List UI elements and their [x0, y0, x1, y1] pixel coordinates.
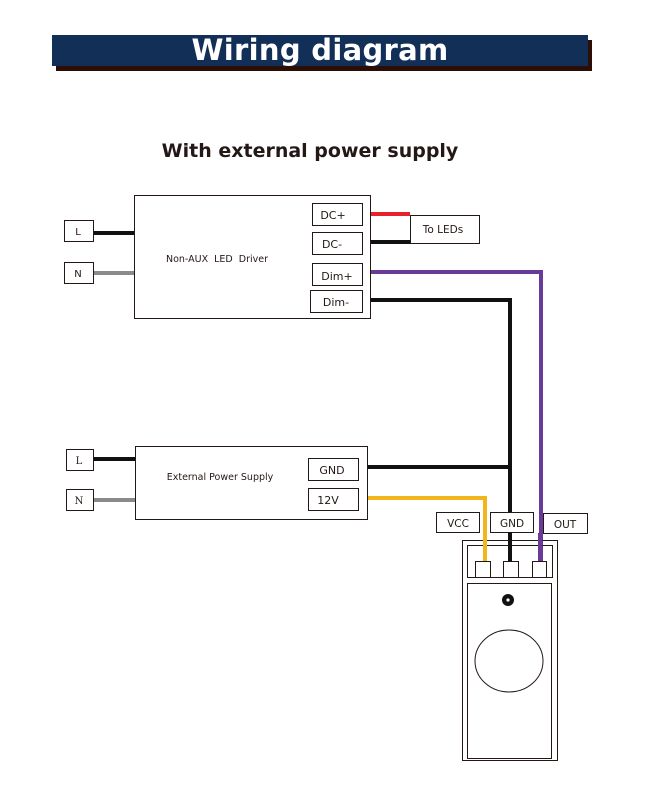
sensor-indicator-center [506, 598, 510, 602]
sensor-label-out-box [543, 513, 588, 534]
wire-dim-minus [370, 298, 512, 570]
to-leds-box [410, 215, 480, 244]
psu-input-n: N [75, 496, 84, 507]
power-supply-label: External Power Supply [167, 472, 274, 483]
psu-input-l: L [76, 456, 83, 467]
to-leds-label: To LEDs [422, 224, 463, 236]
sensor-label-vcc: VCC [447, 518, 469, 530]
sensor-pin-vcc [475, 561, 491, 578]
led-driver: Non-AUX LED Driver DC+ DC- Dim+ Dim- L N [64, 195, 371, 319]
sensor-face [467, 583, 552, 759]
sensor-lens-icon [474, 629, 544, 693]
led-driver-label: Non-AUX LED Driver [166, 254, 268, 265]
leds-output: To LEDs [410, 215, 480, 244]
sensor-device [462, 532, 558, 761]
driver-terminal-dim-plus-box [312, 263, 363, 286]
page-title: Wiring diagram [191, 33, 449, 67]
sensor-pin-out [532, 561, 547, 578]
sensor-label-vcc-box [436, 512, 480, 533]
diagram-subtitle: With external power supply [161, 140, 459, 162]
psu-input-n-box [66, 489, 94, 511]
sensor-label-gnd: GND [500, 518, 524, 530]
power-supply: External Power Supply GND 12V L N [66, 446, 368, 520]
sensor-label-out: OUT [554, 519, 577, 531]
driver-terminal-dc-minus: DC- [322, 238, 342, 251]
wires [93, 212, 543, 570]
psu-terminal-gnd-box [308, 458, 359, 481]
driver-terminal-dim-minus-box [310, 290, 363, 313]
driver-input-l: L [75, 227, 81, 238]
wire-dim-plus [370, 270, 543, 570]
sensor-labels: VCC GND OUT [436, 512, 588, 534]
psu-terminal-12v-box [308, 488, 359, 511]
driver-terminal-dc-plus-box [312, 203, 363, 226]
driver-terminal-dc-plus: DC+ [320, 209, 345, 222]
driver-terminal-dc-minus-box [312, 232, 363, 255]
driver-input-l-box [64, 220, 94, 242]
psu-terminal-gnd: GND [319, 464, 344, 477]
psu-terminal-12v: 12V [317, 494, 339, 507]
title-banner: Wiring diagram [52, 35, 588, 66]
psu-input-l-box [66, 449, 94, 471]
driver-input-n: N [74, 269, 81, 280]
sensor-pin-gnd [503, 561, 519, 578]
driver-terminal-dim-plus: Dim+ [321, 270, 352, 283]
driver-terminal-dim-minus: Dim- [323, 296, 349, 309]
driver-input-n-box [64, 262, 94, 284]
